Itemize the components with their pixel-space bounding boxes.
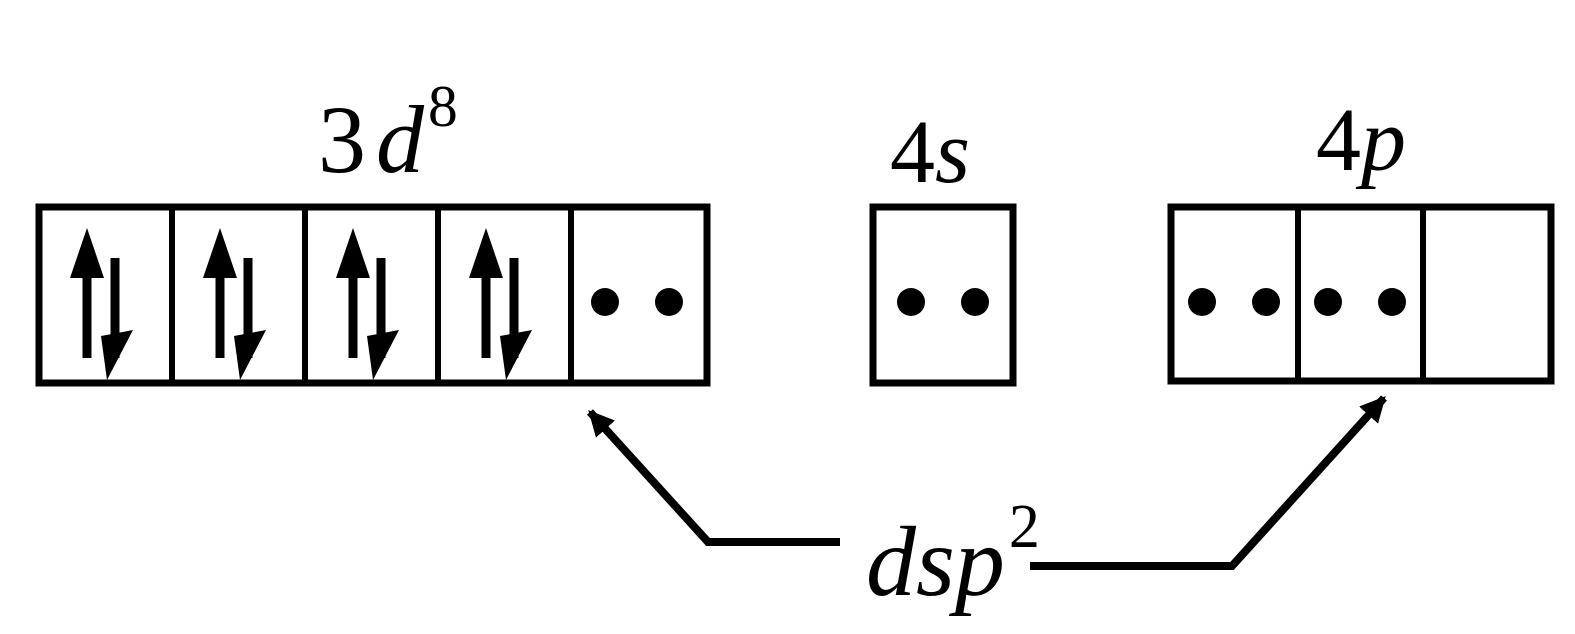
spin-down-arrow-icon xyxy=(500,258,532,380)
electron-dot xyxy=(897,288,925,316)
spin-down-arrow-head xyxy=(234,330,266,380)
orbital-4p-frame xyxy=(1167,203,1555,385)
electron-dot xyxy=(961,288,989,316)
electron-pair-dots-icon xyxy=(897,288,989,316)
orbital-3d-contents xyxy=(70,228,683,380)
hybridization-arrow-left xyxy=(587,409,840,546)
electron-dot xyxy=(1252,288,1280,316)
spin-up-arrow-head xyxy=(203,228,237,278)
orbital-4p-contents xyxy=(1188,288,1406,316)
orbital-4s-label: 4s xyxy=(890,108,970,198)
orbital-4p-symbol: p xyxy=(1361,91,1406,190)
hybridization-symbol: dsp xyxy=(866,506,1005,617)
hybridization-arrow-right xyxy=(1030,395,1387,570)
spin-down-arrow-icon xyxy=(101,258,133,380)
orbital-4s-contents xyxy=(897,288,989,316)
electron-dot xyxy=(1314,288,1342,316)
spin-up-arrow-head xyxy=(469,228,503,278)
orbital-4p-label: 4p xyxy=(1316,96,1406,186)
spin-down-arrow-head xyxy=(101,330,133,380)
orbital-4s-boxes xyxy=(869,203,1017,387)
electron-dot xyxy=(1188,288,1216,316)
orbital-4p-boxes xyxy=(1167,203,1555,385)
spin-up-arrow-icon xyxy=(203,228,237,358)
spin-up-arrow-head xyxy=(70,228,104,278)
orbital-4p-prefix: 4 xyxy=(1316,91,1361,190)
orbital-4s-frame xyxy=(869,203,1017,387)
spin-down-arrow-head xyxy=(500,330,532,380)
spin-up-arrow-icon xyxy=(70,228,104,358)
orbital-3d-symbol: d xyxy=(376,86,424,193)
electron-dot xyxy=(1378,288,1406,316)
spin-up-arrow-head xyxy=(336,228,370,278)
orbital-3d-boxes xyxy=(35,203,711,387)
orbital-4s-symbol: s xyxy=(935,103,971,202)
electron-pair-dots-icon xyxy=(1314,288,1406,316)
orbital-3d-frame xyxy=(35,203,711,387)
spin-down-arrow-head xyxy=(367,330,399,380)
spin-up-arrow-icon xyxy=(336,228,370,358)
electron-dot xyxy=(591,288,619,316)
spin-up-arrow-icon xyxy=(469,228,503,358)
spin-down-arrow-icon xyxy=(367,258,399,380)
orbital-4s-prefix: 4 xyxy=(890,103,935,202)
orbital-3d-superscript: 8 xyxy=(428,72,458,139)
hybridization-superscript: 2 xyxy=(1008,492,1040,561)
spin-down-arrow-icon xyxy=(234,258,266,380)
electron-pair-dots-icon xyxy=(1188,288,1280,316)
electron-pair-dots-icon xyxy=(591,288,683,316)
hybridization-label: dsp2 xyxy=(866,496,1040,612)
electron-dot xyxy=(655,288,683,316)
orbital-3d-prefix: 3 xyxy=(318,86,366,193)
